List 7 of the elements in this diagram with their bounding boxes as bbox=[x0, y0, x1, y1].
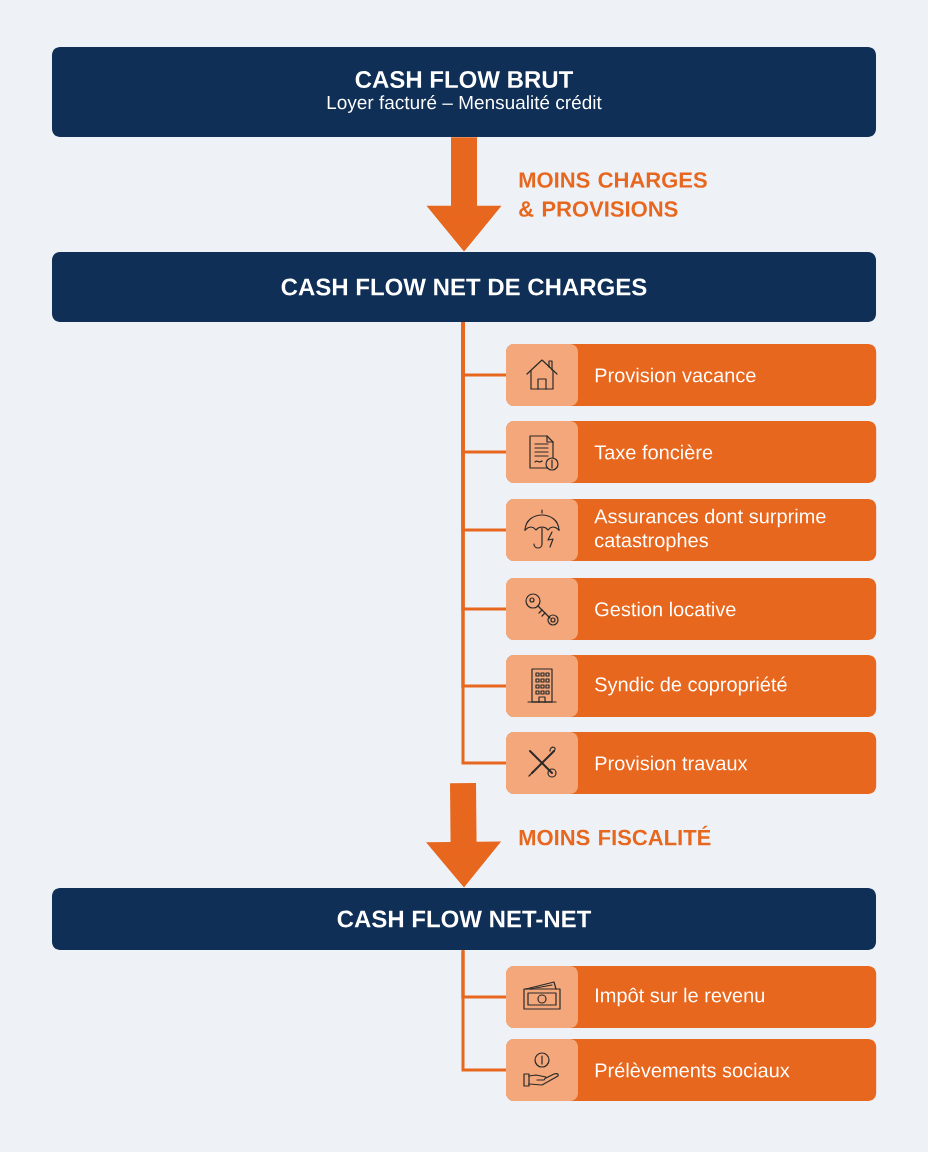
heading-box: CASH FLOW BRUT Loyer facturé – Mensualité crédit bbox=[52, 47, 876, 137]
connector-line bbox=[461, 950, 506, 1072]
heading-box: CASH FLOW NET DE CHARGES bbox=[52, 252, 876, 322]
heading-box: CASH FLOW NET-NET bbox=[52, 888, 876, 950]
edge-label: MOINS FISCALITÉ bbox=[519, 825, 711, 846]
edge-label: MOINS CHARGES & PROVISIONS bbox=[519, 172, 707, 217]
connector-line bbox=[461, 322, 506, 765]
